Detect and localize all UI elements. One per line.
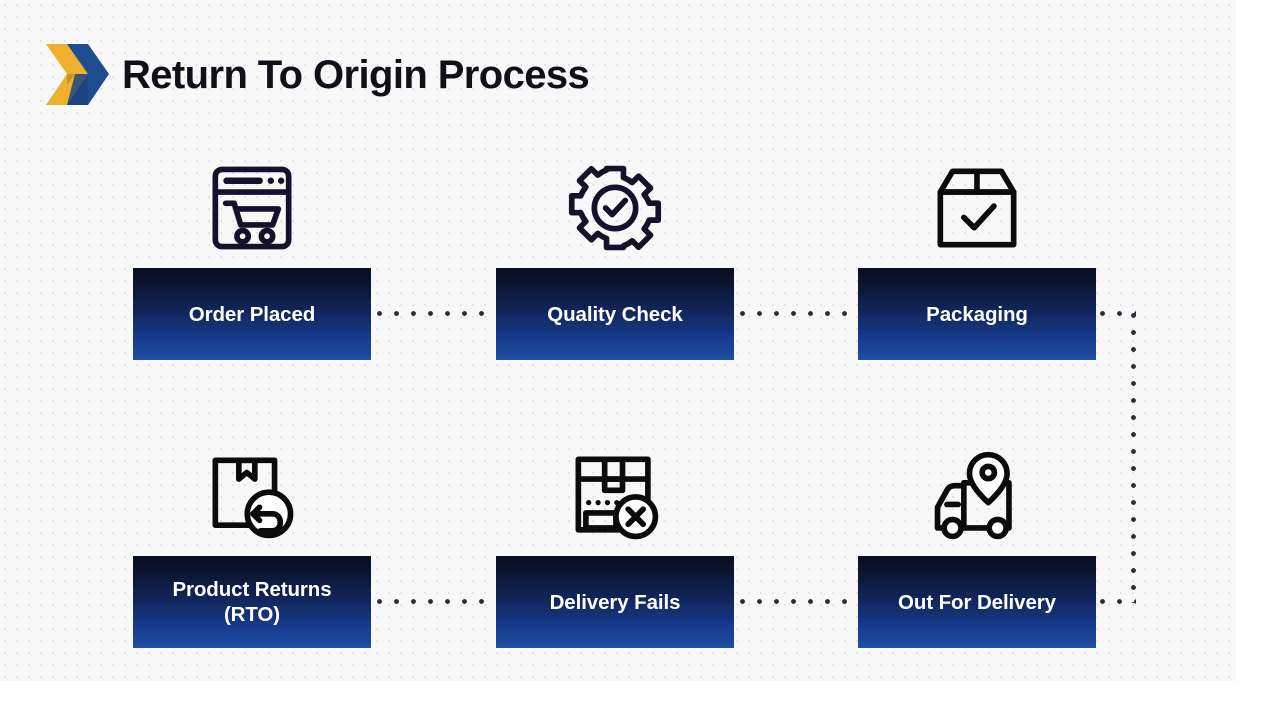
box-check-icon [929,156,1025,260]
chevron-logo-icon [46,44,109,105]
browser-cart-icon [204,156,300,260]
connector-out-for-delivery-to-delivery-fails [740,599,855,604]
flow-node-box[interactable]: Order Placed [133,268,371,360]
flow-node-label: Delivery Fails [549,590,681,614]
flow-node-box[interactable]: Product Returns (RTO) [133,556,371,648]
flow-node-box[interactable]: Delivery Fails [496,556,734,648]
flow-node-box[interactable]: Packaging [858,268,1096,360]
flow-node-box[interactable]: Quality Check [496,268,734,360]
flow-node-label: Packaging [926,302,1028,326]
flow-node-label: Product Returns (RTO) [172,578,332,626]
header: Return To Origin Process [28,36,590,114]
connector-packaging-wrap-bottom [1100,599,1136,604]
truck-location-icon [929,444,1025,548]
flow-node-box[interactable]: Out For Delivery [858,556,1096,648]
page-title: Return To Origin Process [122,53,590,97]
box-return-icon [204,444,300,548]
flow-node-label: Quality Check [547,302,683,326]
connector-packaging-wrap-side [1131,313,1136,603]
connector-quality-check-to-packaging [740,311,855,316]
box-failed-icon [567,444,663,548]
flow-node-label: Out For Delivery [898,590,1056,614]
connector-delivery-fails-to-product-returns [377,599,492,604]
gear-check-icon [567,156,663,260]
flow-node-label: Order Placed [188,302,316,326]
connector-order-placed-to-quality-check [377,311,492,316]
connector-packaging-wrap-top [1100,311,1136,316]
